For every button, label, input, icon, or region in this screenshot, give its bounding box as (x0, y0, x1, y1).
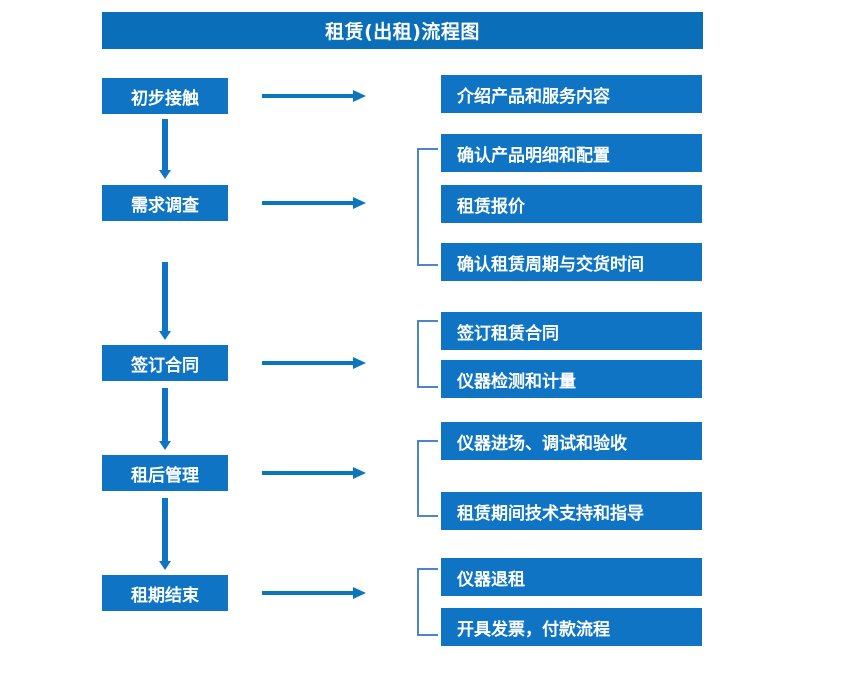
arrow-head (159, 441, 171, 450)
arrow-head (353, 587, 366, 599)
arrow-right-stage3 (262, 357, 366, 369)
bracket-stage5-group (417, 568, 438, 636)
arrow-head (159, 331, 171, 340)
bracket-stage3-group (417, 320, 438, 388)
bracket-stage2-group (417, 148, 438, 266)
arrow-head (353, 357, 366, 369)
arrow-shaft (262, 94, 354, 98)
detail-box-2[interactable]: 确认产品明细和配置 (441, 134, 702, 172)
stage-box-1[interactable]: 初步接触 (102, 78, 228, 114)
arrow-head (159, 561, 171, 570)
arrow-shaft (162, 119, 168, 170)
arrow-right-stage4 (262, 467, 366, 479)
arrow-shaft (162, 388, 168, 441)
arrow-right-stage1 (262, 90, 366, 102)
arrow-shaft (262, 591, 354, 595)
detail-box-8[interactable]: 租赁期间技术支持和指导 (441, 492, 702, 530)
arrow-head (353, 90, 366, 102)
detail-box-1[interactable]: 介绍产品和服务内容 (441, 75, 702, 113)
arrow-head (353, 467, 366, 479)
arrow-shaft (162, 498, 168, 561)
arrow-shaft (262, 201, 354, 205)
bracket-stage4-group (417, 440, 438, 517)
detail-box-5[interactable]: 签订租赁合同 (441, 312, 702, 350)
arrow-down-stage3-stage4 (159, 388, 171, 450)
arrow-down-stage1-stage2 (159, 119, 171, 179)
stage-box-5[interactable]: 租期结束 (102, 575, 228, 611)
stage-box-3[interactable]: 签订合同 (102, 345, 228, 381)
detail-box-9[interactable]: 仪器退租 (441, 558, 702, 596)
arrow-shaft (262, 361, 354, 365)
arrow-head (353, 197, 366, 209)
arrow-head (159, 170, 171, 179)
detail-box-3[interactable]: 租赁报价 (441, 185, 702, 223)
detail-box-6[interactable]: 仪器检测和计量 (441, 360, 702, 398)
detail-box-10[interactable]: 开具发票，付款流程 (441, 608, 702, 646)
arrow-down-stage2-stage3 (159, 262, 171, 340)
page-title: 租赁(出租)流程图 (102, 12, 703, 49)
arrow-right-stage5 (262, 587, 366, 599)
arrow-shaft (262, 471, 354, 475)
arrow-shaft (162, 262, 168, 331)
stage-box-4[interactable]: 租后管理 (102, 455, 228, 491)
detail-box-7[interactable]: 仪器进场、调试和验收 (441, 422, 702, 460)
detail-box-4[interactable]: 确认租赁周期与交货时间 (441, 243, 702, 281)
stage-box-2[interactable]: 需求调查 (102, 185, 228, 221)
arrow-down-stage4-stage5 (159, 498, 171, 570)
arrow-right-stage2 (262, 197, 366, 209)
